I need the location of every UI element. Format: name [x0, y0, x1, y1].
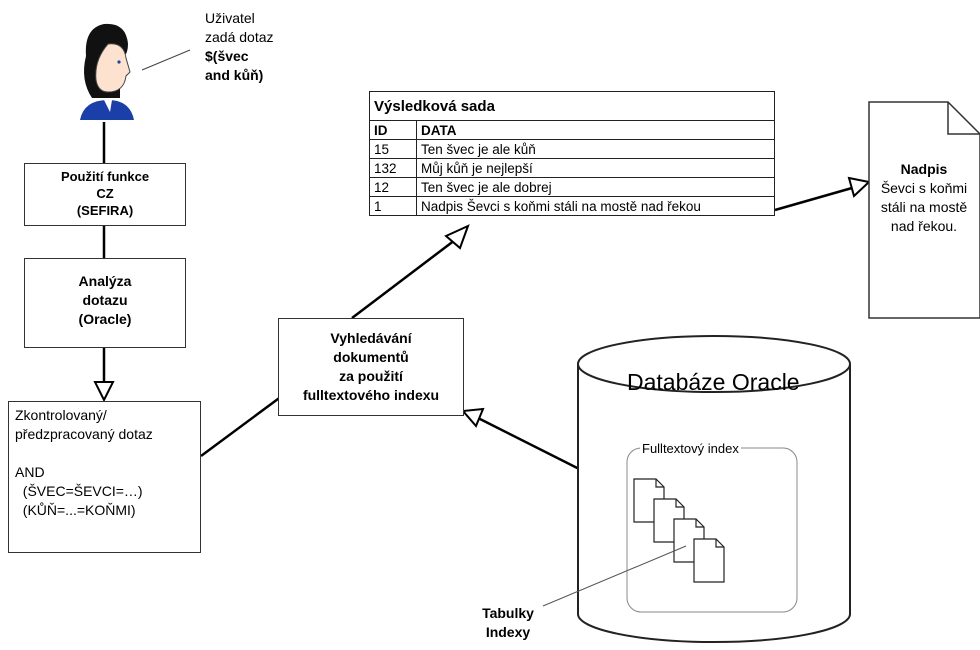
search-line-2: dokumentů — [333, 349, 409, 365]
cz-box-line-1: Použití funkce — [60, 169, 150, 184]
cz-box-line-2: CZ — [96, 186, 114, 201]
search-line-3: za použití — [339, 368, 403, 384]
row-id: 12 — [369, 177, 417, 197]
user-note: Uživatel zadá dotaz $(švec and kůň) — [205, 9, 274, 85]
row-id: 15 — [369, 139, 417, 159]
database-title: Databáze Oracle — [627, 369, 800, 395]
table-row: 12 Ten švec je ale dobrej — [369, 177, 775, 197]
result-set-title: Výsledková sada — [369, 91, 775, 121]
row-id: 132 — [369, 158, 417, 178]
header-id: ID — [369, 120, 417, 140]
checked-line-1: Zkontrolovaný/ — [15, 407, 107, 423]
row-data: Ten švec je ale kůň — [416, 139, 775, 159]
row-data: Nadpis Ševci s koňmi stáli na mostě nad … — [416, 196, 775, 216]
row-data: Můj kůň je nejlepší — [416, 158, 775, 178]
analysis-line-1: Analýza — [78, 273, 132, 289]
document-text: Nadpis Ševci s koňmi stáli na mostě nad … — [868, 160, 980, 236]
document-heading: Nadpis — [900, 161, 948, 177]
checked-line-6: (KŮŇ=...=KOŇMI) — [15, 502, 136, 518]
document-search-box: Vyhledávání dokumentů za použití fulltex… — [278, 318, 464, 416]
result-set-table: Výsledková sada ID DATA 15 Ten švec je a… — [369, 91, 775, 216]
cz-function-box: Použití funkce CZ (SEFIRA) — [24, 163, 186, 226]
search-line-1: Vyhledávání — [330, 330, 412, 346]
arrowhead-results — [444, 224, 470, 250]
fulltext-index-frame — [626, 447, 798, 613]
document-line-4: nad řekou. — [890, 218, 958, 234]
user-icon — [80, 23, 134, 120]
search-line-4: fulltextového indexu — [302, 387, 440, 403]
checked-line-5: (ŠVEC=ŠEVCI=…) — [15, 483, 143, 499]
header-data: DATA — [416, 120, 775, 140]
index-documents-icon — [633, 478, 725, 583]
table-row: 15 Ten švec je ale kůň — [369, 139, 775, 159]
checked-line-3 — [15, 444, 194, 463]
table-row: 1 Nadpis Ševci s koňmi stáli na mostě na… — [369, 196, 775, 216]
user-query-line-1: $(švec — [205, 48, 249, 64]
indexes-label: Indexy — [485, 624, 531, 640]
analysis-line-3: (Oracle) — [78, 311, 132, 327]
user-query-line-2: and kůň) — [205, 67, 264, 83]
tables-indexes-label: Tabulky Indexy — [466, 604, 550, 642]
table-row: 132 Můj kůň je nejlepší — [369, 158, 775, 178]
user-note-line-1: Uživatel — [205, 10, 255, 26]
cz-box-line-3: (SEFIRA) — [76, 203, 134, 218]
checked-line-4: AND — [15, 464, 45, 480]
tables-label: Tabulky — [482, 605, 534, 621]
document-line-2: Ševci s koňmi — [880, 180, 968, 196]
document-shape — [868, 101, 980, 319]
row-id: 1 — [369, 196, 417, 216]
checked-query-box: Zkontrolovaný/ předzpracovaný dotaz AND … — [8, 401, 201, 553]
connector-checked-search — [200, 394, 283, 458]
connector-search-results — [351, 239, 456, 319]
tables-pointer — [542, 545, 687, 607]
user-note-line-2: zadá dotaz — [205, 29, 274, 45]
arrowhead-checked — [93, 381, 115, 403]
row-data: Ten švec je ale dobrej — [416, 177, 775, 197]
document-line-3: stáli na mostě — [880, 199, 968, 215]
arrowhead-document — [847, 176, 872, 198]
fulltext-index-label: Fulltextový index — [640, 440, 741, 457]
connector-results-document — [774, 186, 853, 212]
arrowhead-search — [460, 407, 485, 428]
speech-connector — [141, 49, 191, 71]
analysis-line-2: dotazu — [82, 292, 128, 308]
checked-line-2: předzpracovaný dotaz — [15, 426, 153, 442]
query-analysis-box: Analýza dotazu (Oracle) — [24, 258, 186, 348]
